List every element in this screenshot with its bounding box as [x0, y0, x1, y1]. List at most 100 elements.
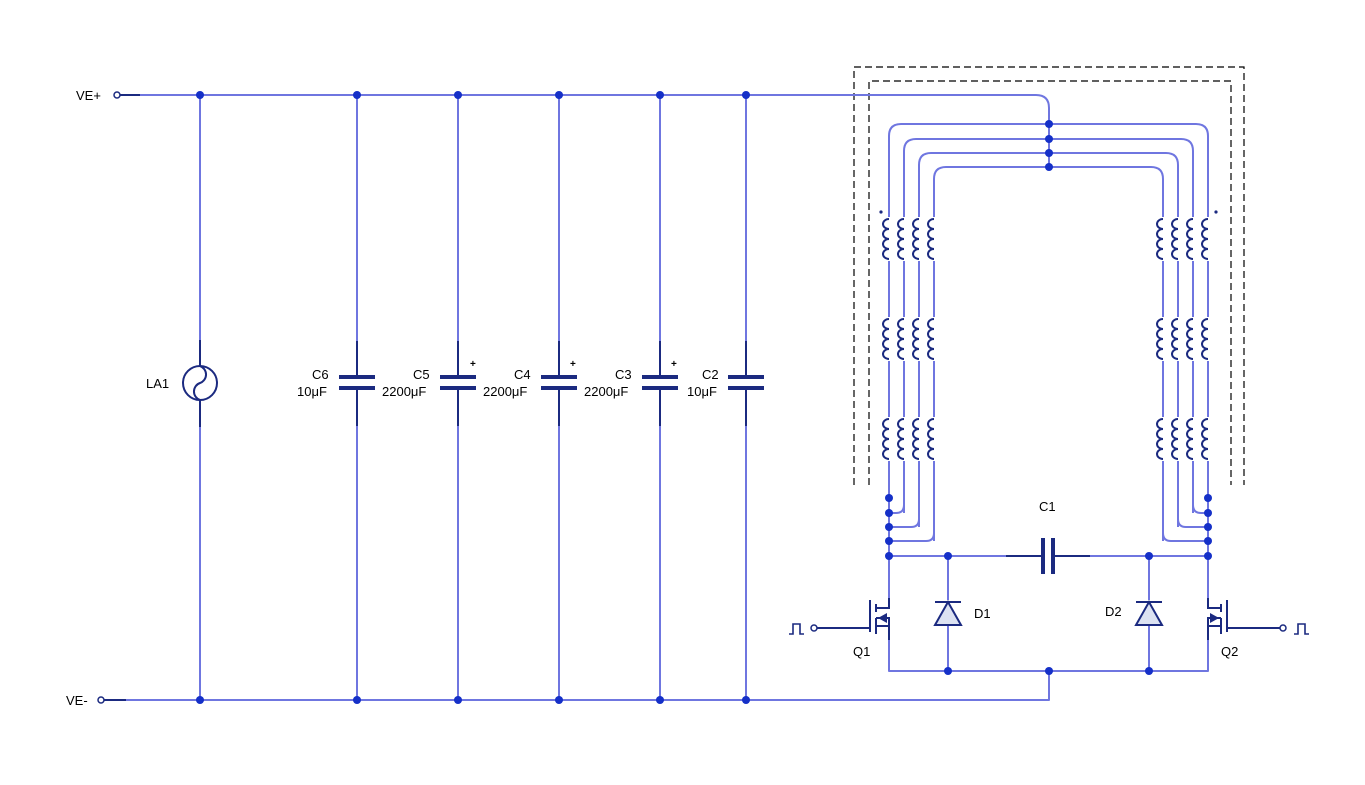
- inductor-icon: [881, 217, 893, 261]
- capacitor-c5-value: 2200μF: [382, 384, 426, 399]
- capacitor-icon: [339, 341, 375, 426]
- junction-dot: [885, 552, 893, 560]
- junction-dot: [353, 91, 361, 99]
- coil-turns: [1201, 418, 1209, 460]
- mosfet-arrow: [1210, 613, 1219, 623]
- junction-dot: [656, 91, 664, 99]
- coil-turns: [912, 318, 920, 360]
- winding-loop: [933, 166, 1164, 521]
- rail-positive-terminal: [113, 91, 121, 99]
- diode-body: [1134, 599, 1164, 626]
- transistor-q1-ref: Q1: [853, 644, 870, 659]
- capacitor-icon: [1006, 538, 1090, 574]
- transformer-shield: [853, 66, 1245, 485]
- negative-rail: [112, 671, 1050, 701]
- junction-dot: [196, 91, 204, 99]
- coil-turns: [882, 418, 890, 460]
- winding-right-return: [1162, 521, 1208, 542]
- coil-turns: [1171, 218, 1179, 260]
- inductor-icon: [1185, 417, 1197, 461]
- coil-turns: [1156, 418, 1164, 460]
- mosfet-icon: [1207, 598, 1309, 640]
- coil-turns: [1201, 218, 1209, 260]
- capacitor-icon: [642, 341, 678, 426]
- coil-turns: [1186, 418, 1194, 460]
- junction-dot: [885, 537, 893, 545]
- junction-dot: [454, 91, 462, 99]
- mosfet-arrow: [878, 613, 887, 623]
- coil-turns: [927, 318, 935, 360]
- junction-dot: [1204, 523, 1212, 531]
- inductor-icon: [926, 217, 938, 261]
- coil-turns: [927, 218, 935, 260]
- winding-polarity-dot: [1214, 210, 1218, 214]
- mosfet-icon: [789, 598, 890, 640]
- inductor-icon: [1170, 217, 1182, 261]
- capacitor-c4-value: 2200μF: [483, 384, 527, 399]
- rail-negative-terminal: [97, 696, 105, 704]
- inductor-icon: [911, 217, 923, 261]
- component-stroke: [875, 598, 890, 640]
- coil-turns: [1201, 318, 1209, 360]
- capacitor-c6-value: 10μF: [297, 384, 327, 399]
- lamp-filament: [193, 365, 207, 401]
- junction-dot: [885, 523, 893, 531]
- capacitor-c2-ref: C2: [702, 367, 719, 382]
- inductor-icon: [1155, 217, 1167, 261]
- inductor-icon: [896, 417, 908, 461]
- junction-dot: [944, 667, 952, 675]
- junction-dot: [1145, 667, 1153, 675]
- junction-dot: [1045, 120, 1053, 128]
- tank-bottom-bus: [888, 640, 1209, 672]
- winding-right-return: [1177, 507, 1208, 528]
- capacitor-c1-ref: C1: [1039, 499, 1056, 514]
- rail-negative-label: VE-: [66, 693, 88, 708]
- winding-left-return: [889, 493, 905, 514]
- junction-dot: [656, 696, 664, 704]
- junction-dot: [1045, 135, 1053, 143]
- shield-inner: [868, 80, 1232, 485]
- junction-dot: [454, 696, 462, 704]
- inductor-icon: [881, 317, 893, 361]
- junction-dot: [555, 696, 563, 704]
- capacitor-icon: [728, 341, 764, 426]
- inductor-icon: [1200, 417, 1212, 461]
- winding-loop: [903, 138, 1194, 493]
- capacitor-c5-polarity: +: [470, 359, 476, 370]
- components: [97, 91, 1309, 704]
- diode-icon: [1134, 599, 1164, 626]
- inductor-icon: [1155, 317, 1167, 361]
- capacitor-c2-value: 10μF: [687, 384, 717, 399]
- junction-dot: [1204, 552, 1212, 560]
- inductor-icon: [1200, 217, 1212, 261]
- coil-turns: [927, 418, 935, 460]
- winding-left-return: [889, 521, 935, 542]
- capacitor-c3-polarity: +: [671, 359, 677, 370]
- shield-outer: [853, 66, 1245, 485]
- positive-rail: [124, 94, 1050, 170]
- inductor-icon: [911, 317, 923, 361]
- coil-turns: [1171, 418, 1179, 460]
- capacitor-icon: [440, 341, 476, 426]
- capacitor-c3-ref: C3: [615, 367, 632, 382]
- coil-turns: [1186, 218, 1194, 260]
- junction-dot: [555, 91, 563, 99]
- winding-left-return: [889, 507, 920, 528]
- coil-turns: [912, 218, 920, 260]
- coil-turns: [1156, 218, 1164, 260]
- inductor-icon: [1185, 317, 1197, 361]
- capacitor-c4-ref: C4: [514, 367, 531, 382]
- junction-dot: [742, 696, 750, 704]
- component-stroke: [1207, 598, 1222, 640]
- capacitor-c6-ref: C6: [312, 367, 329, 382]
- coil-turns: [882, 318, 890, 360]
- inductor-icon: [1155, 417, 1167, 461]
- coil-turns: [1171, 318, 1179, 360]
- inductor-icon: [881, 417, 893, 461]
- inductor-icon: [926, 317, 938, 361]
- junction-dot: [196, 696, 204, 704]
- capacitor-c4-polarity: +: [570, 359, 576, 370]
- wires: [112, 94, 1209, 701]
- coil-turns: [882, 218, 890, 260]
